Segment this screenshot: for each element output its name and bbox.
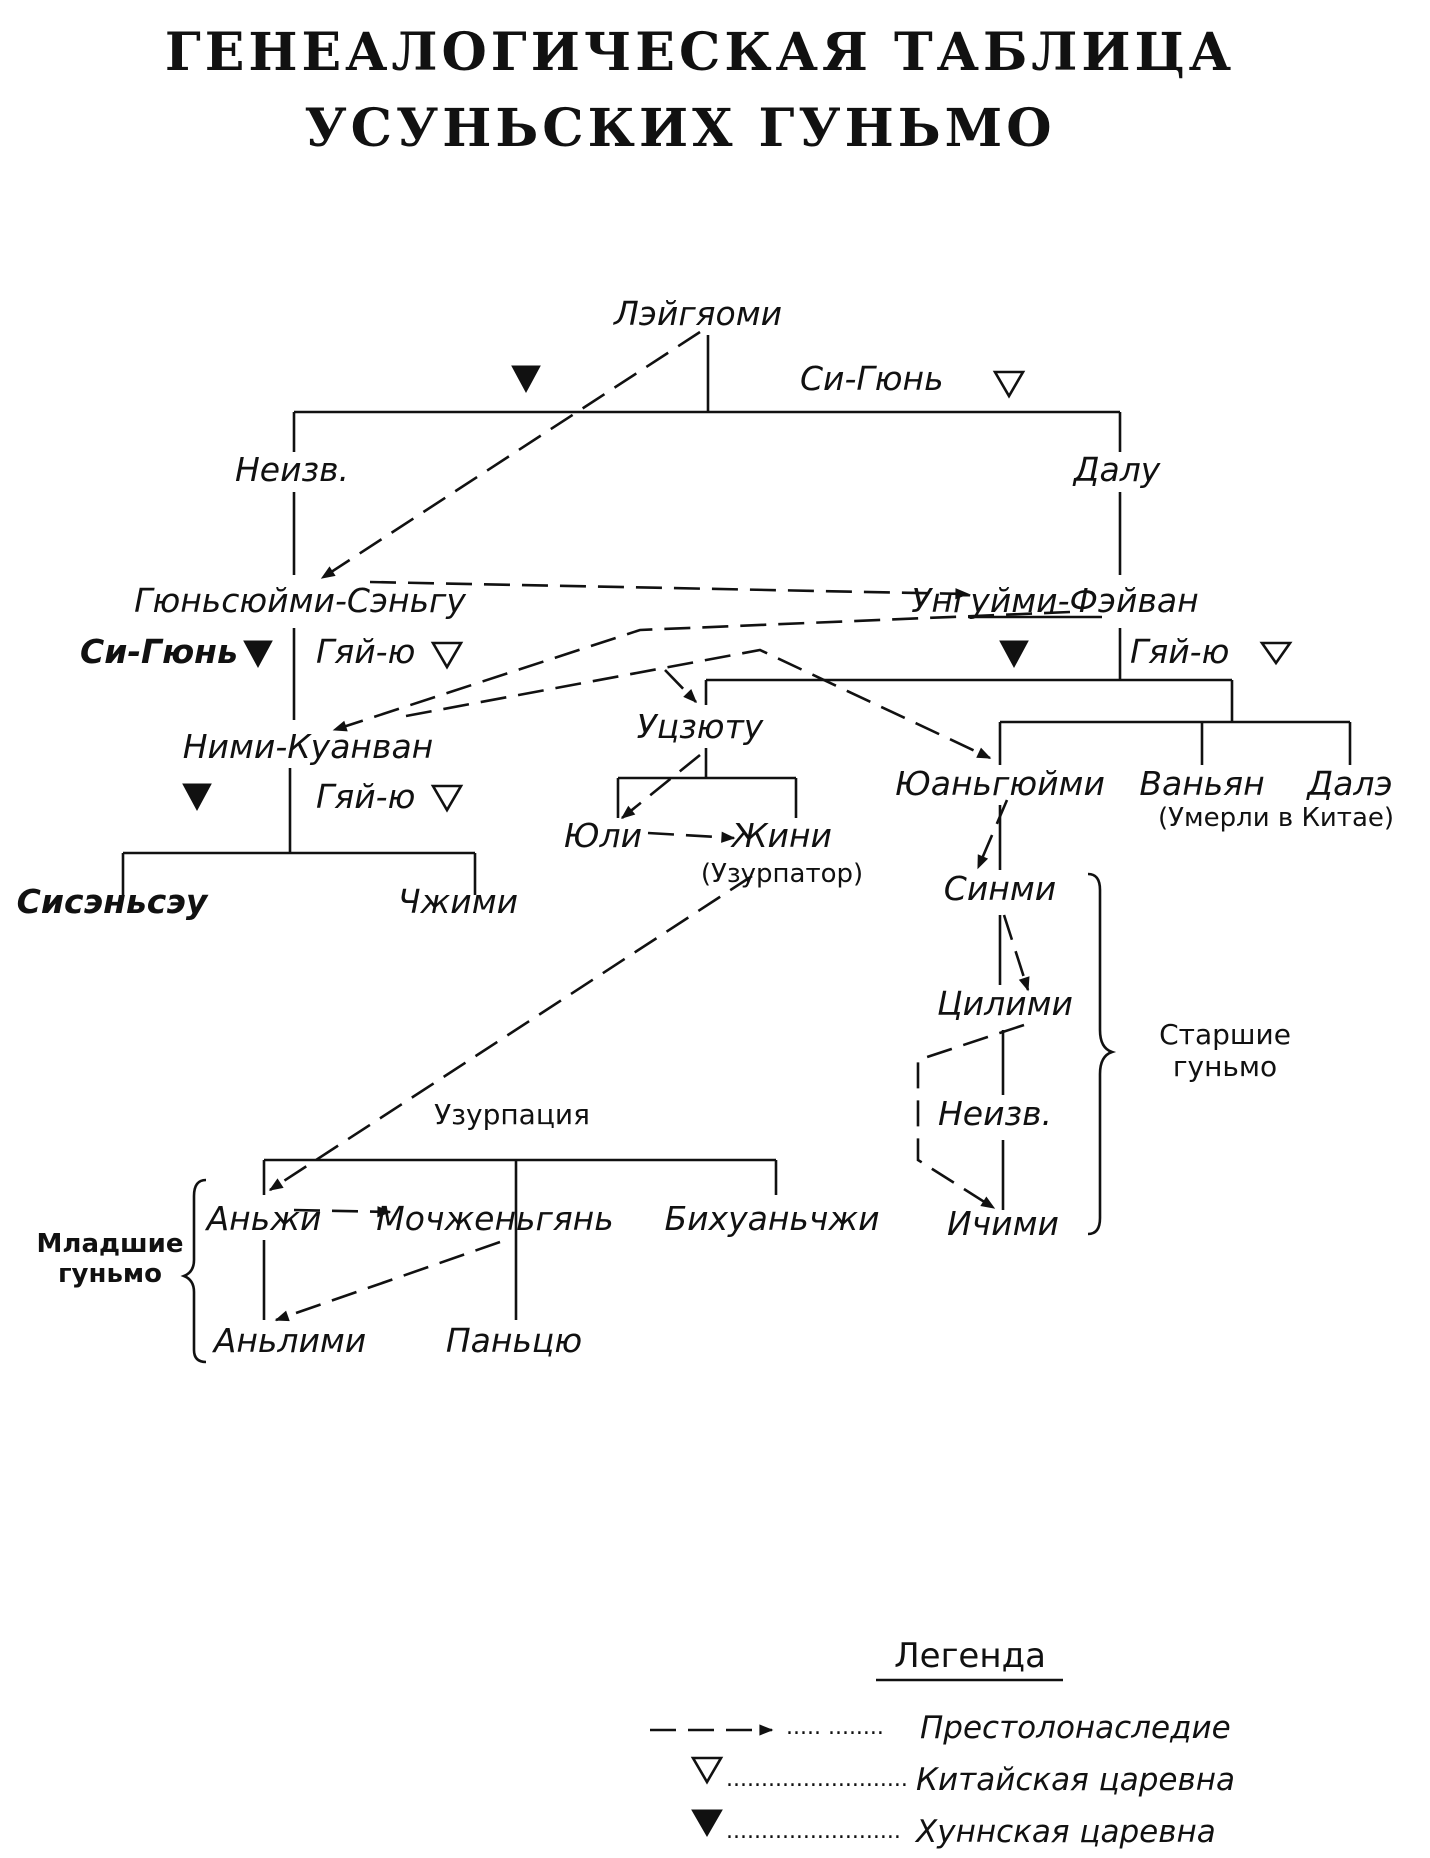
- person-mochzhen: Мочженьгянь: [376, 1199, 613, 1238]
- note-usurper: (Узурпатор): [701, 859, 863, 889]
- legend-hunnic-dots: .........................: [726, 1819, 901, 1844]
- person-ichimi: Ичими: [947, 1204, 1059, 1243]
- tree-lines: [121, 335, 1352, 1320]
- person-uczyuty: Уцзюту: [637, 707, 764, 746]
- legend-succession-dots: ..... ........: [786, 1715, 884, 1740]
- succession-arrows: [268, 330, 1071, 1322]
- person-dale: Далэ: [1305, 764, 1392, 803]
- person-si-gyun-2: Си-Гюнь: [80, 632, 238, 671]
- person-neizv-right: Неизв.: [938, 1094, 1052, 1133]
- person-sinmi: Синми: [944, 869, 1056, 908]
- person-cilimi: Цилими: [937, 984, 1073, 1023]
- person-si-gyun-top: Си-Гюнь: [800, 359, 944, 398]
- person-dalu: Далу: [1072, 450, 1161, 489]
- hunnic-princess-marker-3: [999, 640, 1029, 669]
- chinese-princess-marker-3: [1259, 641, 1293, 666]
- person-leigyaomi: Лэйгяоми: [613, 294, 782, 333]
- person-vanyan: Ваньян: [1139, 764, 1264, 803]
- person-ungyimi: Унгуйми-Фэйван: [911, 581, 1198, 620]
- person-nimi: Ними-Куанван: [183, 727, 434, 766]
- senior-brace: [1087, 872, 1117, 1236]
- chinese-princess-marker-4: [430, 784, 464, 813]
- legend: Легенда ..... ........ Престолонаследие …: [650, 1636, 1235, 1850]
- label-gyai-yu-1: Гяй-ю: [316, 632, 415, 671]
- person-gyunsyuimi: Гюньсюйми-Сэньгу: [134, 581, 466, 620]
- legend-chinese: Китайская царевна: [916, 1762, 1235, 1798]
- hunnic-princess-marker-2: [243, 640, 273, 669]
- legend-title: Легенда: [894, 1636, 1046, 1676]
- person-anlimi: Аньлими: [212, 1321, 366, 1360]
- junior-brace: [180, 1178, 207, 1364]
- label-usurpation: Узурпация: [434, 1098, 590, 1131]
- legend-chinese-dots: ..........................: [726, 1767, 908, 1792]
- legend-succession: Престолонаследие: [920, 1710, 1231, 1746]
- legend-hunnic: Хуннская царевна: [914, 1814, 1216, 1850]
- person-chzhimi: Чжими: [398, 882, 518, 921]
- diagram-title-line1: ГЕНЕАЛОГИЧЕСКАЯ ТАБЛИЦА: [165, 22, 1235, 83]
- person-sisenseu: Сисэньсэу: [17, 882, 209, 921]
- label-gyai-yu-2: Гяй-ю: [1130, 632, 1229, 671]
- chinese-princess-marker-1: [992, 370, 1026, 399]
- legend-hunnic-icon: [691, 1809, 723, 1838]
- chinese-princess-marker-2: [430, 641, 464, 670]
- note-died-in-china: (Умерли в Китае): [1158, 803, 1394, 833]
- hunnic-princess-marker-4: [182, 783, 212, 812]
- person-yuli: Юли: [564, 816, 642, 855]
- person-bihuan: Бихуаньчжи: [664, 1199, 879, 1238]
- person-zhini: Жини: [730, 816, 832, 855]
- diagram-title-line2: УСУНЬСКИХ ГУНЬМО: [304, 98, 1055, 159]
- hunnic-princess-marker-1: [511, 365, 541, 394]
- person-pancyu: Паньцю: [446, 1321, 582, 1360]
- person-anzhi: Аньжи: [205, 1199, 322, 1238]
- princess-markers: [182, 365, 1293, 813]
- person-yuanguimi: Юаньгюйми: [895, 764, 1105, 803]
- legend-chinese-icon: [690, 1756, 724, 1785]
- label-gyai-yu-3: Гяй-ю: [316, 777, 415, 816]
- person-neizv-left: Неизв.: [235, 450, 349, 489]
